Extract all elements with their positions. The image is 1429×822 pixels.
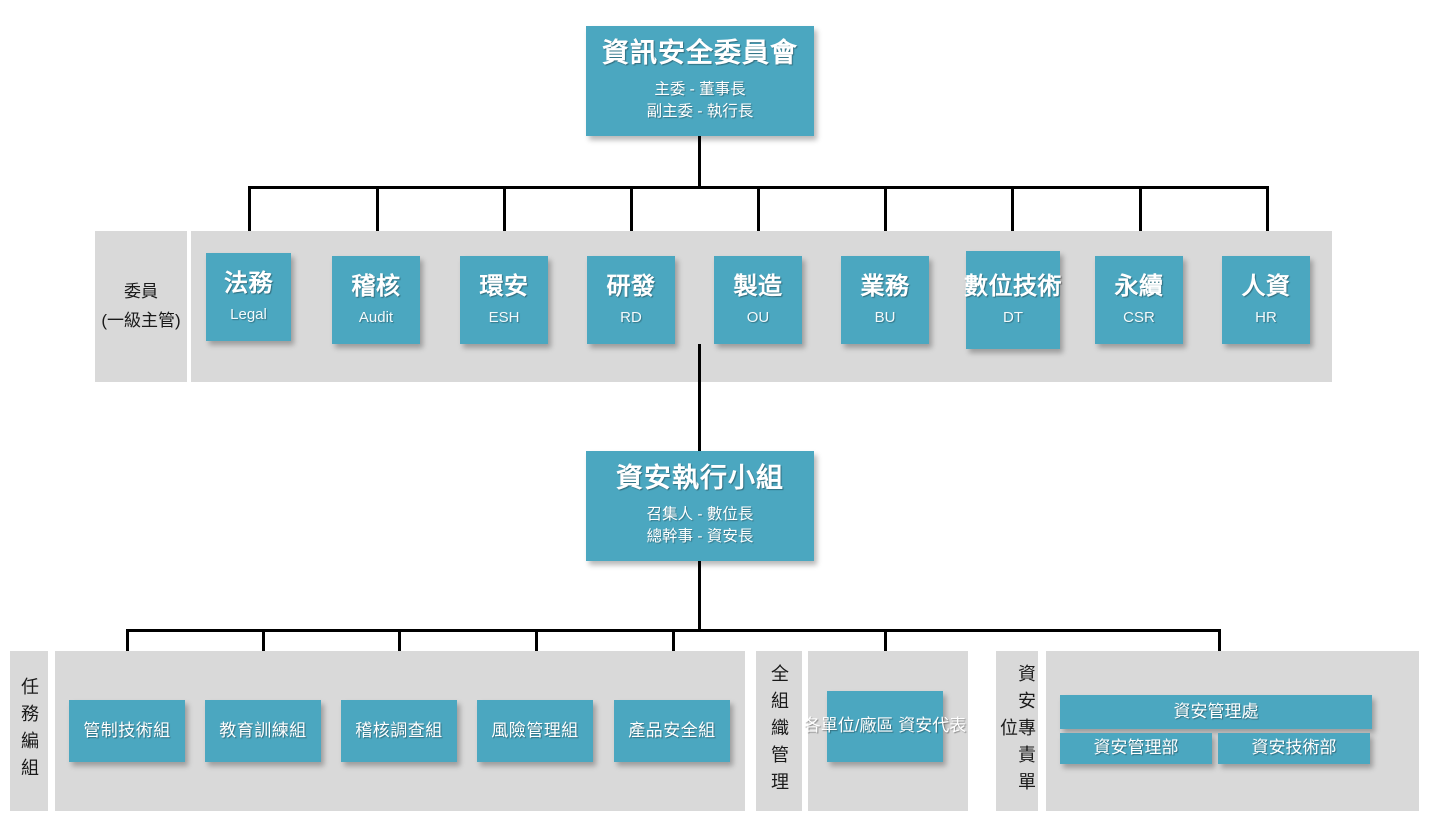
committee-label-line2: (一級主管) xyxy=(101,310,181,330)
node-task-audit-investigation[interactable]: 稽核調查組 xyxy=(341,700,457,762)
node-security-technology-dept[interactable]: 資安技術部 xyxy=(1218,733,1370,764)
node-task-product-security[interactable]: 產品安全組 xyxy=(614,700,730,762)
connector-drop-bu xyxy=(884,186,887,241)
dedicated-unit-panel xyxy=(1046,651,1419,811)
committee-label-line1: 委員 xyxy=(124,281,158,301)
node-subtitle: ESH xyxy=(488,309,520,327)
node-title: 產品安全組 xyxy=(628,720,716,740)
node-member-rd[interactable]: 研發 RD xyxy=(587,256,675,344)
connector-root-down xyxy=(698,136,701,188)
node-title: 各單位/廠區 資安代表 xyxy=(803,716,967,736)
node-title: 環安 xyxy=(479,273,529,300)
node-member-bu[interactable]: 業務 BU xyxy=(841,256,929,344)
node-subtitle: 主委 - 董事長 副主委 - 執行長 xyxy=(646,80,754,121)
dedicated-unit-label: 資安專責單位 xyxy=(998,663,1036,799)
node-task-risk-management[interactable]: 風險管理組 xyxy=(477,700,593,762)
node-title: 數位技術 xyxy=(964,273,1062,300)
node-task-control-technology[interactable]: 管制技術組 xyxy=(69,700,185,762)
node-title: 資安管理處 xyxy=(1173,701,1259,721)
node-subtitle: HR xyxy=(1255,309,1277,327)
committee-label-panel: 委員 (一級主管) xyxy=(95,231,187,382)
node-subtitle: DT xyxy=(1003,309,1023,327)
node-title: 資安執行小組 xyxy=(616,463,784,494)
node-information-security-committee[interactable]: 資訊安全委員會 主委 - 董事長 副主委 - 執行長 xyxy=(586,26,814,136)
node-title: 業務 xyxy=(860,273,910,300)
node-subtitle: Legal xyxy=(230,306,267,324)
node-task-education-training[interactable]: 教育訓練組 xyxy=(205,700,321,762)
node-title: 教育訓練組 xyxy=(219,720,307,740)
connector-drop-ou xyxy=(757,186,760,241)
connector-drop-dt xyxy=(1011,186,1014,236)
connector-drop-csr xyxy=(1139,186,1142,241)
node-title: 永續 xyxy=(1114,273,1164,300)
node-member-dt[interactable]: 數位技術 DT xyxy=(964,251,1062,349)
node-title: 管制技術組 xyxy=(83,720,171,740)
dedicated-unit-label-panel: 資安專責單位 xyxy=(996,651,1038,811)
node-subtitle: RD xyxy=(620,309,642,327)
org-wide-label: 全組織管理 xyxy=(769,663,789,799)
node-title: 風險管理組 xyxy=(491,720,579,740)
node-title: 稽核 xyxy=(351,273,401,300)
node-title: 法務 xyxy=(224,270,273,297)
node-subtitle: OU xyxy=(746,309,770,327)
node-member-audit[interactable]: 稽核 Audit xyxy=(332,256,420,344)
node-security-execution-team[interactable]: 資安執行小組 召集人 - 數位長 總幹事 - 資安長 xyxy=(586,451,814,561)
node-security-management-dept[interactable]: 資安管理部 xyxy=(1060,733,1212,764)
node-title: 資安管理部 xyxy=(1093,738,1179,758)
connector-drop-audit xyxy=(376,186,379,241)
node-subtitle: CSR xyxy=(1123,309,1155,327)
connector-exec-down xyxy=(698,561,701,631)
node-title: 製造 xyxy=(733,273,783,300)
node-member-csr[interactable]: 永續 CSR xyxy=(1095,256,1183,344)
node-subtitle: BU xyxy=(874,309,896,327)
connector-committee-to-exec xyxy=(698,344,701,451)
node-title: 資訊安全委員會 xyxy=(602,38,798,69)
node-member-esh[interactable]: 環安 ESH xyxy=(460,256,548,344)
connector-drop-esh xyxy=(503,186,506,241)
node-member-ou[interactable]: 製造 OU xyxy=(714,256,802,344)
connector-drop-legal xyxy=(248,186,251,238)
node-subtitle: Audit xyxy=(358,309,394,327)
connector-drop-hr xyxy=(1266,186,1269,241)
task-force-label-panel: 任務編組 xyxy=(10,651,48,811)
task-force-label: 任務編組 xyxy=(19,677,39,785)
node-title: 人資 xyxy=(1241,273,1291,300)
node-member-hr[interactable]: 人資 HR xyxy=(1222,256,1310,344)
node-title: 稽核調查組 xyxy=(355,720,443,740)
node-security-management-division[interactable]: 資安管理處 xyxy=(1060,695,1372,729)
org-wide-label-panel: 全組織管理 xyxy=(756,651,802,811)
node-site-security-representatives[interactable]: 各單位/廠區 資安代表 xyxy=(804,691,966,762)
connector-drop-rd xyxy=(630,186,633,241)
node-title: 研發 xyxy=(606,273,656,300)
node-member-legal[interactable]: 法務 Legal xyxy=(206,253,291,341)
node-subtitle: 召集人 - 數位長 總幹事 - 資安長 xyxy=(646,505,754,546)
node-title: 資安技術部 xyxy=(1251,738,1337,758)
